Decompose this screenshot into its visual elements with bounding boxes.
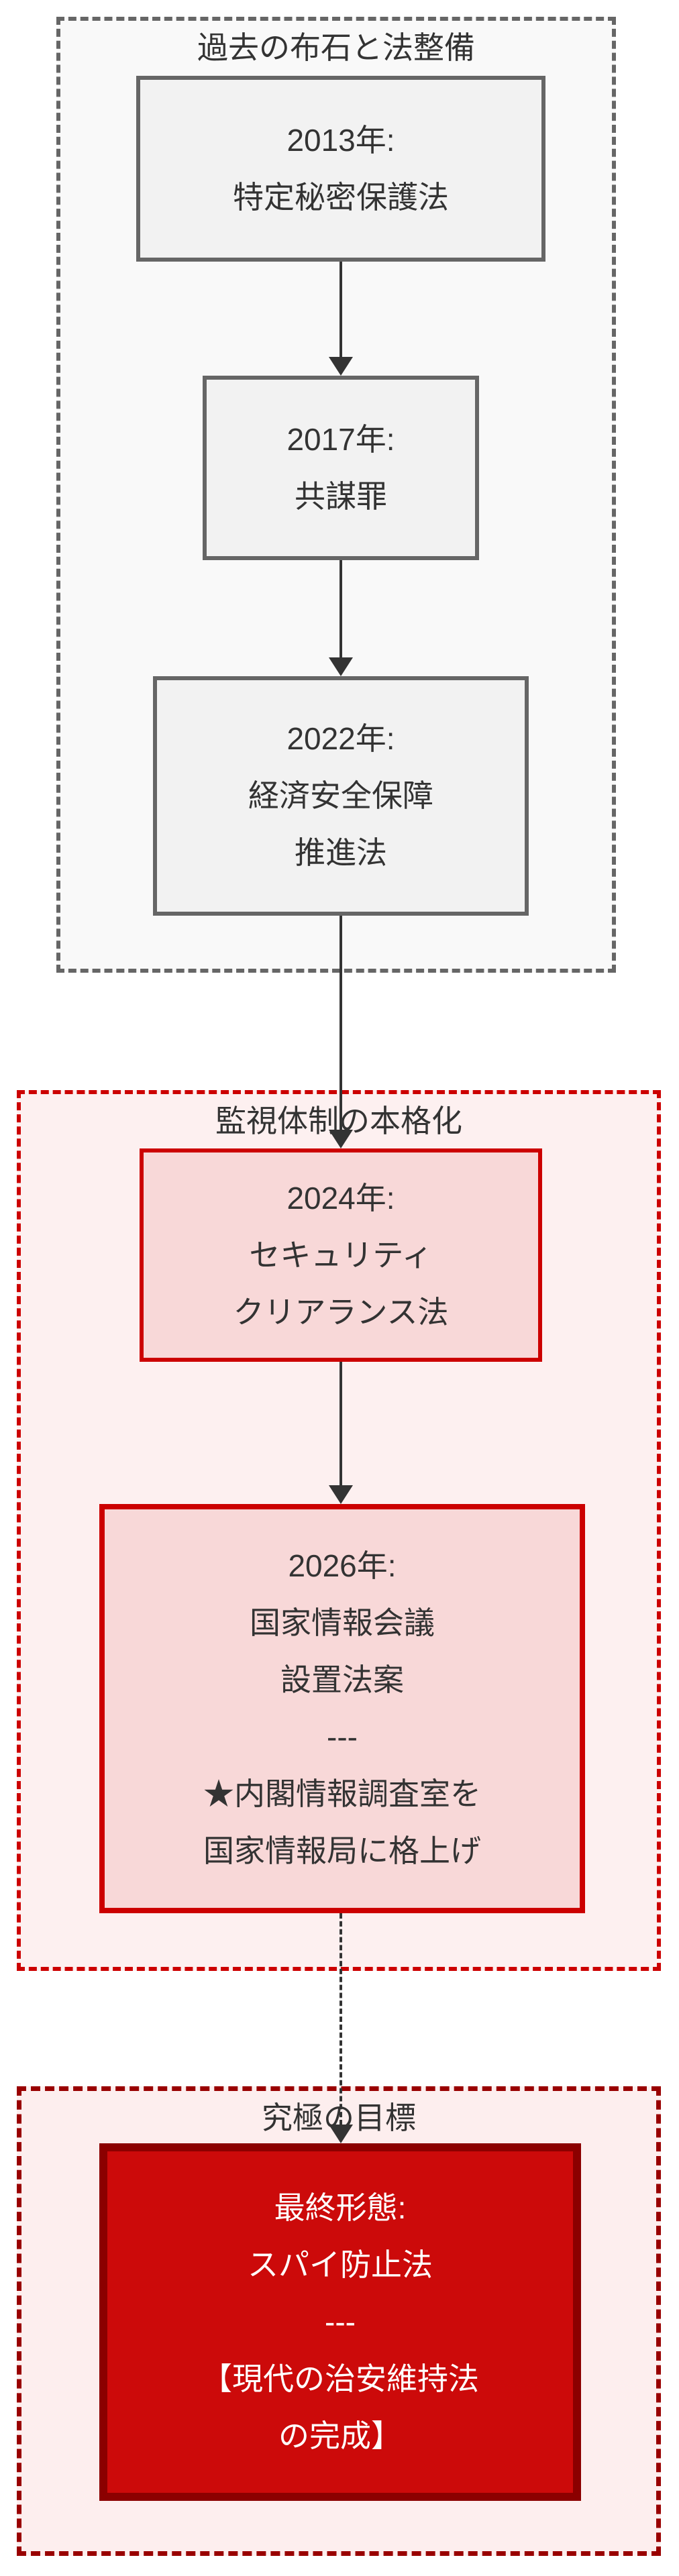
node-2022-law: 2022年: 経済安全保障 推進法	[153, 676, 529, 916]
node-2017-label: 共謀罪	[295, 478, 387, 514]
node-2017-year: 2017年:	[286, 421, 395, 457]
edge-line	[340, 1362, 342, 1486]
arrowhead-down-icon	[329, 357, 353, 376]
arrowhead-down-icon	[329, 2125, 353, 2143]
edge-line	[340, 560, 342, 659]
node-2024-year: 2024年:	[286, 1180, 395, 1216]
edge-line	[340, 262, 342, 359]
edge-line	[340, 916, 342, 1130]
node-2024-label-1: セキュリティ	[249, 1237, 433, 1273]
node-2022-year: 2022年:	[286, 721, 395, 756]
node-final-note-2: の完成】	[278, 2418, 402, 2453]
node-2026-law: 2026年: 国家情報会議 設置法案 --- ★内閣情報調査室を 国家情報局に格…	[99, 1504, 585, 1913]
node-final-label: スパイ防止法	[248, 2247, 433, 2282]
node-2026-note-1: ★内閣情報調査室を	[203, 1776, 481, 1811]
cluster-past-title: 過去の布石と法整備	[197, 30, 475, 65]
arrowhead-down-icon	[329, 1485, 353, 1504]
edge-line-dotted	[340, 1913, 342, 2125]
node-2013-law: 2013年: 特定秘密保護法	[136, 76, 545, 262]
node-2026-separator: ---	[327, 1719, 358, 1754]
arrowhead-down-icon	[329, 1130, 353, 1148]
node-2026-note-2: 国家情報局に格上げ	[203, 1833, 481, 1868]
node-2017-law: 2017年: 共謀罪	[203, 376, 479, 560]
node-2024-label-2: クリアランス法	[233, 1294, 449, 1330]
node-2026-year: 2026年:	[288, 1548, 397, 1583]
arrowhead-down-icon	[329, 657, 353, 676]
node-final-note-1: 【現代の治安維持法	[201, 2361, 479, 2396]
node-2026-label-2: 設置法案	[280, 1662, 404, 1697]
node-final-separator: ---	[325, 2304, 356, 2339]
node-2022-label-2: 推進法	[295, 835, 387, 870]
node-final-goal: 最終形態: スパイ防止法 --- 【現代の治安維持法 の完成】	[99, 2143, 581, 2501]
node-2022-label-1: 経済安全保障	[248, 778, 433, 813]
node-2026-label-1: 国家情報会議	[250, 1605, 435, 1640]
node-2013-year: 2013年:	[286, 122, 395, 158]
node-2013-label: 特定秘密保護法	[233, 179, 449, 215]
node-2024-law: 2024年: セキュリティ クリアランス法	[140, 1148, 542, 1362]
node-final-header: 最終形態:	[274, 2190, 407, 2225]
